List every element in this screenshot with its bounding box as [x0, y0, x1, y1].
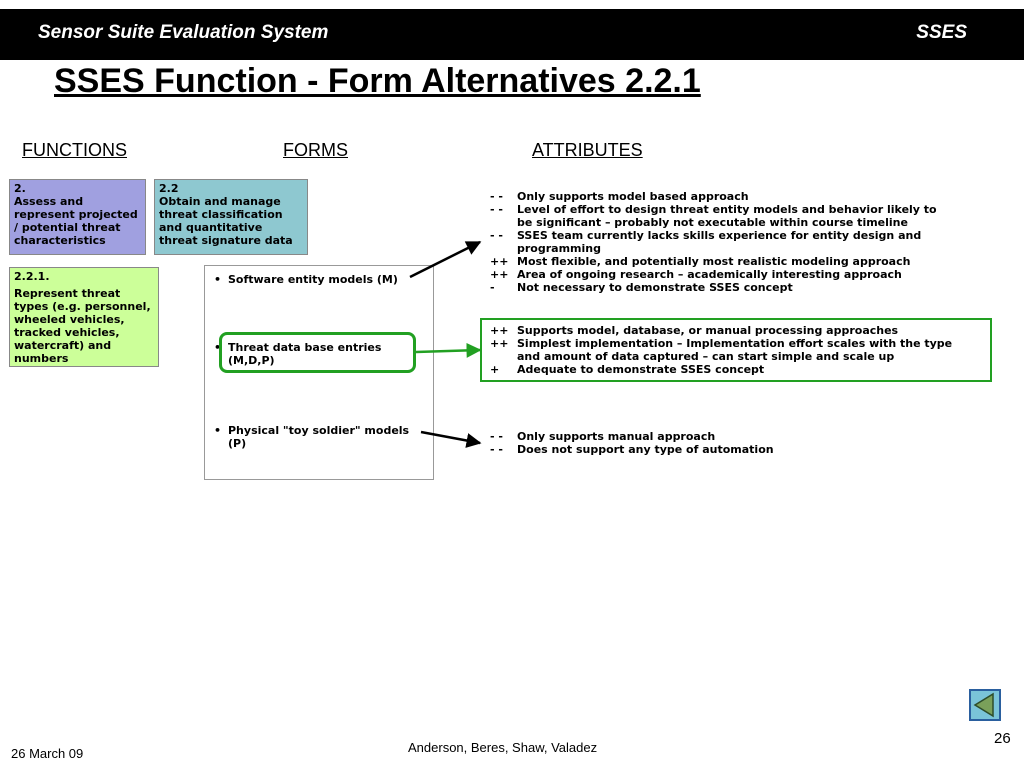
functions-heading: FUNCTIONS	[22, 140, 127, 160]
header-bar: Sensor Suite Evaluation System SSES	[0, 9, 1024, 60]
header-acronym: SSES	[916, 22, 967, 43]
slide-title: SSES Function - Form Alternatives 2.2.1	[54, 62, 701, 100]
attribute-rating: - -	[490, 443, 503, 456]
attribute-row: ++ Most flexible, and potentially most re…	[490, 255, 952, 268]
form-item-database-entries: • Threat data base entries (M,D,P)	[214, 341, 408, 367]
attributes-database-entries: ++ Supports model, database, or manual pr…	[490, 324, 976, 376]
footer-date: 26 March 09	[11, 746, 84, 761]
function-box-2-2-1: 2.2.1. Represent threat types (e.g. pers…	[9, 267, 159, 367]
back-triangle-icon	[973, 692, 994, 718]
attribute-rating: ++	[490, 255, 509, 268]
attribute-row: - - Only supports manual approach	[490, 430, 952, 443]
header-title: Sensor Suite Evaluation System	[38, 22, 329, 43]
page-number: 26	[994, 730, 1011, 747]
footer-authors: Anderson, Beres, Shaw, Valadez	[408, 740, 598, 755]
attributes-software-models: - - Only supports model based approach - …	[490, 190, 952, 294]
function-text: Represent threat types (e.g. personnel, …	[14, 287, 151, 365]
attribute-rating: - -	[490, 203, 503, 216]
attribute-text: Area of ongoing research – academically …	[517, 268, 902, 281]
bullet: •	[214, 341, 222, 354]
function-text: Obtain and manage threat classification …	[159, 195, 293, 247]
form-text: Software entity models (M)	[228, 273, 398, 286]
bullet: •	[214, 424, 222, 437]
attribute-row: - - Only supports model based approach	[490, 190, 952, 203]
bullet: •	[214, 273, 222, 286]
attribute-row: ++ Area of ongoing research – academicall…	[490, 268, 952, 281]
attribute-row: ++ Simplest implementation – Implementati…	[490, 337, 976, 363]
function-number: 2.	[14, 182, 26, 195]
form-text: Physical "toy soldier" models (P)	[228, 424, 410, 450]
attribute-row: - - Does not support any type of automati…	[490, 443, 952, 456]
arrow-software-to-attributes	[409, 240, 482, 279]
attribute-text: Level of effort to design threat entity …	[517, 203, 937, 229]
attribute-rating: - -	[490, 229, 503, 242]
attributes-physical-models: - - Only supports manual approach - - Does…	[490, 430, 952, 456]
attribute-row: + Adequate to demonstrate SSES concept	[490, 363, 976, 376]
attribute-rating: - -	[490, 430, 503, 443]
function-number: 2.2	[159, 182, 179, 195]
attribute-row: - - Level of effort to design threat enti…	[490, 203, 952, 229]
forms-heading: FORMS	[283, 140, 348, 160]
function-number: 2.2.1.	[14, 270, 50, 283]
function-box-2: 2. Assess and represent projected / pote…	[9, 179, 146, 255]
attribute-text: Only supports model based approach	[517, 190, 749, 203]
attribute-text: Not necessary to demonstrate SSES concep…	[517, 281, 793, 294]
arrow-database-to-attributes	[415, 342, 482, 358]
attributes-heading: ATTRIBUTES	[532, 140, 643, 160]
attribute-rating: - -	[490, 190, 503, 203]
attribute-text: Supports model, database, or manual proc…	[517, 324, 899, 337]
attribute-rating: ++	[490, 337, 509, 350]
attribute-text: Adequate to demonstrate SSES concept	[517, 363, 765, 376]
attribute-text: Does not support any type of automation	[517, 443, 774, 456]
attribute-text: Most flexible, and potentially most real…	[517, 255, 911, 268]
attribute-rating: +	[490, 363, 500, 376]
attribute-rating: ++	[490, 268, 509, 281]
attribute-text: Only supports manual approach	[517, 430, 716, 443]
form-item-software-models: • Software entity models (M)	[214, 273, 418, 286]
form-text: Threat data base entries (M,D,P)	[228, 341, 382, 367]
arrow-physical-to-attributes	[420, 430, 482, 448]
selected-form-highlight	[219, 332, 416, 373]
form-item-physical-models: • Physical "toy soldier" models (P)	[214, 424, 423, 450]
attribute-rating: -	[490, 281, 495, 294]
attribute-row: - Not necessary to demonstrate SSES conce…	[490, 281, 952, 294]
attribute-row: - - SSES team currently lacks skills expe…	[490, 229, 952, 255]
attribute-text: Simplest implementation – Implementation…	[517, 337, 953, 363]
back-button[interactable]	[969, 689, 1001, 721]
attribute-text: SSES team currently lacks skills experie…	[517, 229, 922, 255]
attribute-row: ++ Supports model, database, or manual pr…	[490, 324, 976, 337]
function-text: Assess and represent projected / potenti…	[14, 195, 138, 247]
function-box-2-2: 2.2 Obtain and manage threat classificat…	[154, 179, 308, 255]
attribute-rating: ++	[490, 324, 509, 337]
